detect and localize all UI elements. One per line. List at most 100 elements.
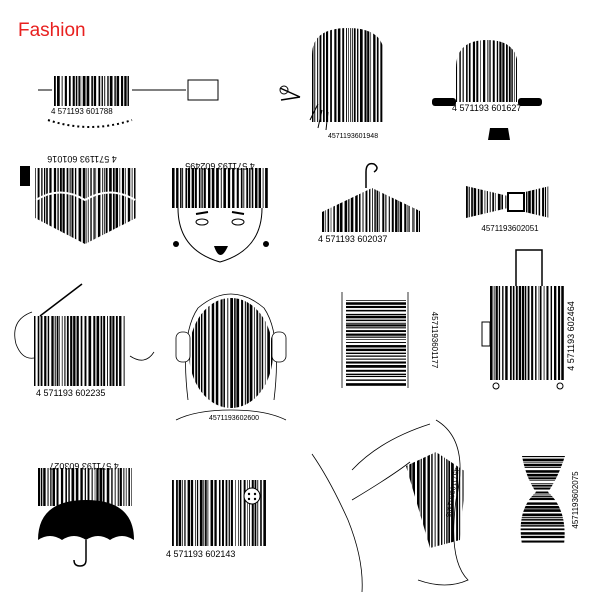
barcode-bar	[60, 468, 64, 506]
barcode-bar	[68, 468, 70, 506]
barcode-bar	[346, 302, 406, 305]
barcode-bar	[37, 316, 40, 386]
barcode-bar	[466, 186, 468, 218]
barcode-bar	[241, 298, 244, 408]
barcode-bar	[65, 468, 67, 506]
barcode-bar	[131, 168, 133, 244]
barcode-bar	[61, 76, 63, 106]
barcode-bar	[322, 188, 325, 232]
barcode-bar	[379, 188, 380, 232]
barcode-bar	[261, 298, 264, 408]
barcode-bar	[109, 76, 113, 106]
barcode-bar	[230, 480, 233, 546]
barcode-bar	[35, 168, 36, 244]
barcode-bar	[90, 168, 92, 244]
barcode-bar	[346, 28, 347, 122]
barcode-bar	[333, 188, 335, 232]
barcode-bar	[80, 468, 83, 506]
jeans-pocket-barcode: 4 571193 601016	[20, 154, 136, 244]
barcode-bar	[112, 168, 115, 244]
barcode-bar	[535, 186, 537, 218]
barcode-bar	[200, 298, 203, 408]
barcode-bar	[49, 168, 52, 244]
barcode-bar	[489, 186, 491, 218]
barcode-bar	[187, 480, 191, 546]
barcode-bar	[230, 298, 234, 408]
barcode-bar	[215, 298, 219, 408]
barcode-bar	[76, 316, 79, 386]
barcode-bar	[247, 480, 248, 546]
barcode-bar	[75, 468, 79, 506]
barcode-bar	[413, 188, 415, 232]
barcode-bar	[105, 168, 108, 244]
barcode-bar	[506, 40, 508, 102]
barcode-bar	[441, 452, 443, 548]
barcode-bar	[420, 452, 422, 548]
barcode-bar	[489, 40, 491, 102]
barcode-bar	[64, 316, 66, 386]
barcode-bar	[56, 468, 59, 506]
barcode-bar	[502, 286, 504, 380]
barcode-bar	[86, 76, 90, 106]
barcode-bar	[53, 168, 57, 244]
barcode-bar	[516, 40, 518, 102]
barcode-bar	[346, 300, 406, 301]
barcode-bar	[41, 168, 43, 244]
barcode-bar	[499, 40, 502, 102]
barcode-bar	[480, 186, 483, 218]
barcode-bar	[116, 76, 120, 106]
barcode-bar	[222, 480, 224, 546]
barcode-bar	[84, 316, 87, 386]
barcode-bar	[346, 358, 406, 360]
barcode-bar	[346, 379, 406, 381]
barcode-bar	[373, 28, 376, 122]
barcode-bar	[64, 76, 67, 106]
barcode-bar	[191, 298, 195, 408]
barcode-bar	[348, 188, 350, 232]
barcode-bar	[203, 168, 206, 208]
barcode-bar	[520, 487, 565, 490]
barcode-bar	[344, 188, 348, 232]
suitcase-handle-icon	[515, 249, 543, 286]
barcode-bar	[508, 40, 511, 102]
barcode-bar	[498, 286, 501, 380]
barcode-bar	[380, 28, 383, 122]
barcode-number: 4571193602075	[571, 471, 580, 529]
barcode-bar	[211, 298, 215, 408]
barcode-bar	[520, 477, 565, 480]
suitcase-barcode: 4 571193 602464	[481, 249, 576, 390]
barcode-bar	[119, 468, 122, 506]
barcode-bar	[109, 168, 112, 244]
barcode-bar	[54, 76, 56, 106]
barcode-bar	[235, 480, 236, 546]
barcode-bar	[520, 540, 565, 543]
barcode-bar	[119, 168, 121, 244]
barcode-bar	[94, 468, 96, 506]
barcode-bar	[99, 468, 103, 506]
scissors-icon	[279, 87, 301, 101]
barcode-bar	[531, 186, 535, 218]
barcode-bar	[456, 40, 458, 102]
barcode-bar	[262, 168, 264, 208]
barcode-bar	[70, 316, 73, 386]
barcode-bar	[178, 480, 182, 546]
needle-icon	[39, 283, 83, 317]
barcode-bar	[520, 463, 565, 467]
barcode-bar	[125, 468, 127, 506]
barcode-bar	[376, 28, 379, 122]
barcode-bar	[194, 168, 197, 208]
barcode-bar	[374, 188, 376, 232]
barcode-bar	[38, 468, 41, 506]
leg-outline	[311, 453, 363, 593]
barcode-number: 4 571193 602037	[318, 234, 387, 244]
barcode-bar	[372, 188, 373, 232]
barcode-bar	[346, 315, 406, 319]
barcode-bar	[342, 28, 345, 122]
barcode-bar	[75, 76, 78, 106]
barcode-bar	[513, 40, 515, 102]
barcode-bar	[505, 286, 508, 380]
barcode-bar	[196, 480, 199, 546]
barcode-bar	[456, 452, 459, 548]
barcode-bar	[220, 168, 222, 208]
